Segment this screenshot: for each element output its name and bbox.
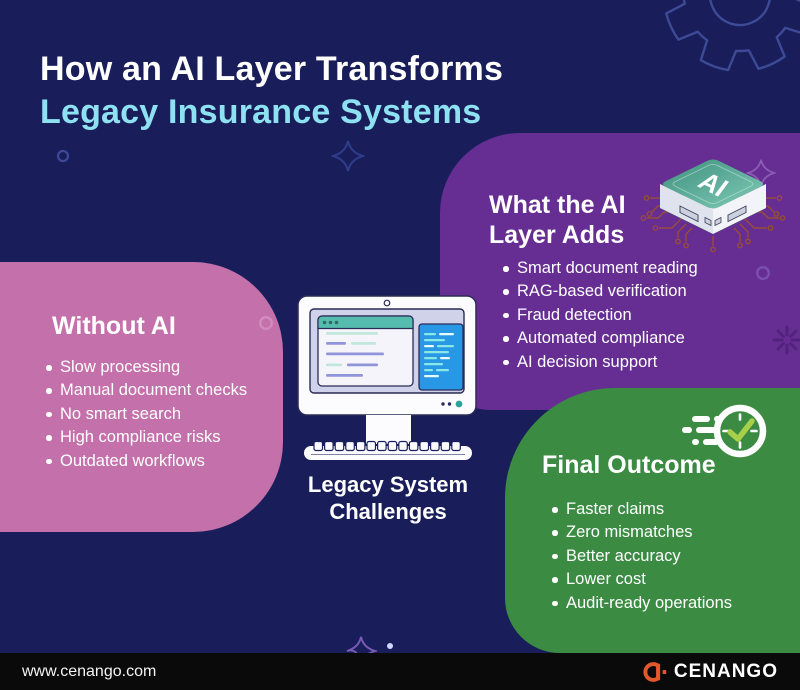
camera-dot-icon [383,299,391,307]
page-title-line2: Legacy Insurance Systems [40,93,482,131]
without-ai-heading: Without AI [52,312,176,340]
list-item: No smart search [45,403,247,426]
list-item: Audit-ready operations [551,592,732,615]
app-window [317,315,414,387]
list-item: Better accuracy [551,545,732,568]
without-ai-list: Slow processing Manual document checks N… [45,356,247,473]
keyboard-icon [304,440,472,460]
monitor-stand [366,415,411,444]
center-caption-line1: Legacy System [307,472,469,497]
list-item: Outdated workflows [45,450,247,473]
ai-layer-list: Smart document reading RAG-based verific… [502,257,698,374]
ai-layer-heading: What the AI Layer Adds [489,190,626,250]
window-titlebar [317,315,414,330]
list-item: Zero mismatches [551,521,732,544]
list-item: Smart document reading [502,257,698,280]
panel-without-ai [0,262,283,532]
list-item: Fraud detection [502,304,698,327]
list-item: Slow processing [45,356,247,379]
gear-icon [663,0,800,72]
window-buttons-icon [322,320,339,325]
list-item: RAG-based verification [502,280,698,303]
window-text-lines [326,332,384,377]
final-outcome-heading: Final Outcome [542,451,716,479]
final-outcome-list: Faster claims Zero mismatches Better acc… [551,498,732,615]
center-caption: Legacy System Challenges [293,471,483,525]
brand-logo-icon [643,661,667,682]
list-item: Lower cost [551,568,732,591]
sparkle-icon [331,140,365,172]
dot-icon [387,643,393,649]
center-caption-line2: Challenges [329,499,447,524]
ring-icon [56,149,70,163]
list-item: Automated compliance [502,327,698,350]
list-item: High compliance risks [45,426,247,449]
list-item: Faster claims [551,498,732,521]
brand-name: CENANGO [673,660,778,682]
page-title: How an AI Layer Transforms Legacy Insura… [40,48,503,134]
monitor-status-dots-icon [441,400,463,408]
footer-website: www.cenango.com [22,662,157,680]
list-item: Manual document checks [45,379,247,402]
ai-layer-heading-line1: What the AI [489,191,626,219]
footer-bar: www.cenango.com CENANGO [0,653,800,690]
brand-logo: CENANGO [641,660,778,684]
page-title-line1: How an AI Layer Transforms [40,50,504,88]
ai-layer-heading-line2: Layer Adds [489,221,625,249]
list-item: AI decision support [502,351,698,374]
